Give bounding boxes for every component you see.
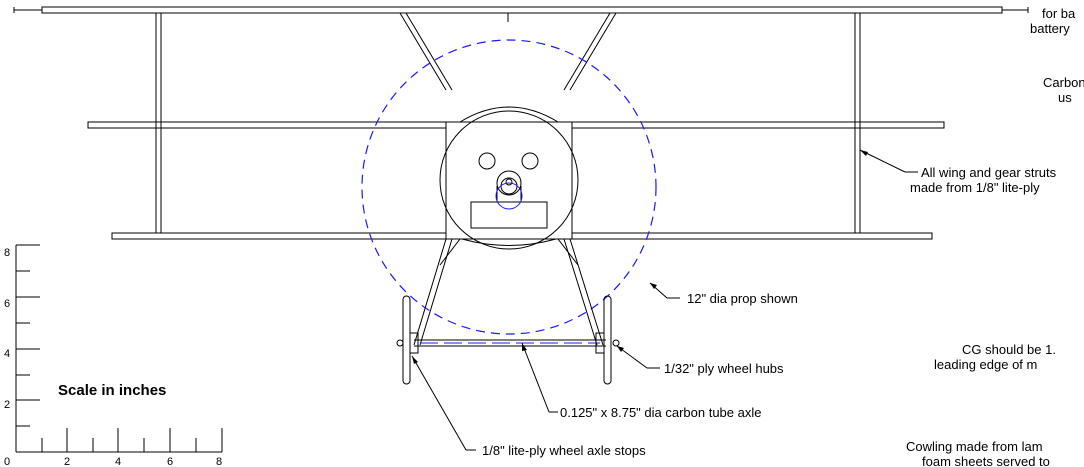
scale-title: Scale in inches xyxy=(58,382,166,399)
scale-x-tick-6: 6 xyxy=(167,456,173,467)
wheel-hubs-callout: 1/32" ply wheel hubs xyxy=(664,361,784,376)
middle-wing xyxy=(87,121,945,129)
axle-callout: 0.125" x 8.75" dia carbon tube axle xyxy=(560,405,761,420)
bottom-wing xyxy=(111,232,933,240)
battery-note-line2: battery xyxy=(1030,21,1070,36)
fuselage xyxy=(445,106,573,246)
scale-y-tick-6: 6 xyxy=(4,298,10,310)
right-wheel xyxy=(595,295,620,385)
struts-note-line1: All wing and gear struts xyxy=(921,165,1057,180)
axle-stops-callout: 1/8" lite-ply wheel axle stops xyxy=(482,443,646,458)
prop-circle xyxy=(361,39,657,335)
cg-note-line2: leading edge of m xyxy=(934,357,1037,372)
scale-x-tick-4: 4 xyxy=(115,456,121,467)
carbon-note-line1: Carbon xyxy=(1043,75,1084,90)
landing-gear-struts xyxy=(413,238,604,346)
scale-y-tick-8: 8 xyxy=(4,247,10,259)
scale-x-tick-2: 2 xyxy=(64,456,70,467)
cabane-struts xyxy=(399,12,617,91)
scale-bar xyxy=(15,244,223,453)
scale-y-tick-2: 2 xyxy=(4,399,10,411)
axle xyxy=(414,339,606,347)
struts-note-line2: made from 1/8" lite-ply xyxy=(910,180,1040,195)
carbon-note-line2: us xyxy=(1058,90,1072,105)
cowling-note-line1: Cowling made from lam xyxy=(906,439,1043,454)
top-wing xyxy=(13,6,1029,14)
leader-lines xyxy=(411,149,918,451)
cg-note-line1: CG should be 1. xyxy=(962,342,1056,357)
scale-x-tick-8: 8 xyxy=(216,456,222,467)
left-wheel xyxy=(396,295,419,385)
cowling-note-line2: foam sheets served to xyxy=(922,454,1050,467)
cowling xyxy=(439,110,579,250)
scale-x-tick-0: 0 xyxy=(4,456,10,467)
prop-callout: 12" dia prop shown xyxy=(687,291,798,306)
battery-note-line1: for ba xyxy=(1042,6,1076,21)
scale-y-tick-4: 4 xyxy=(4,348,10,360)
interplane-struts xyxy=(155,13,861,233)
